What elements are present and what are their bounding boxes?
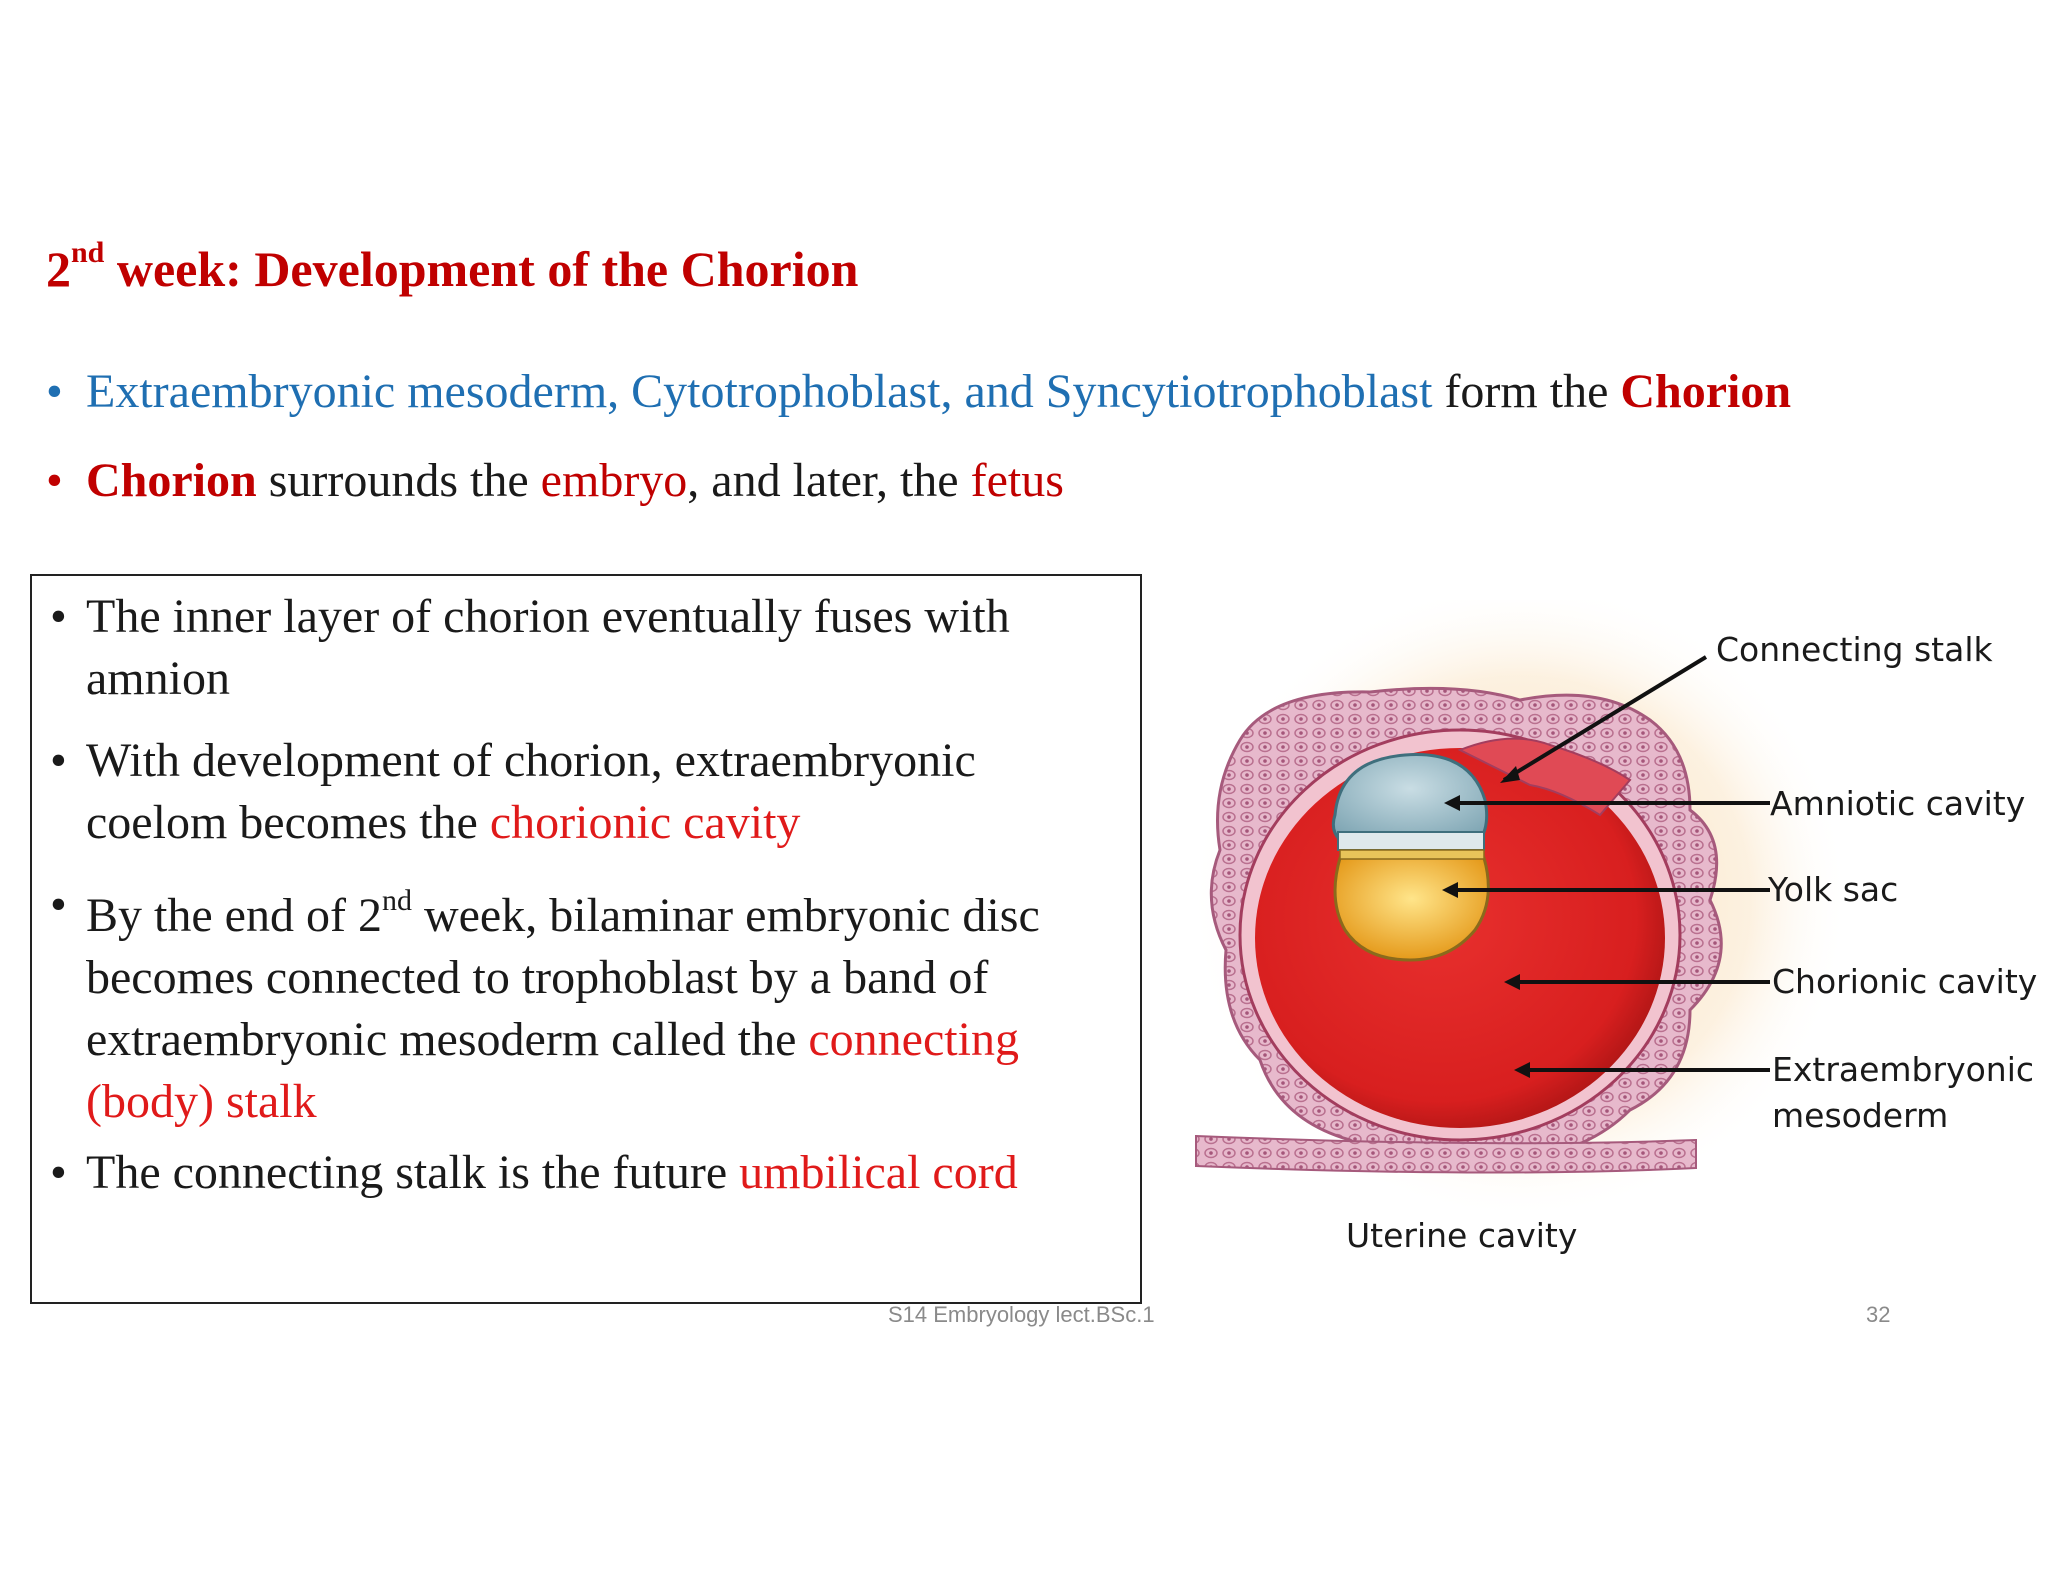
bullet-text-blue: Extraembryonic mesoderm, Cytotrophoblast… [86, 365, 1433, 418]
bullet-text-red: connecting (body) stalk [86, 1013, 1019, 1128]
bullet-text-red: embryo [540, 454, 688, 507]
label-amniotic-cavity: Amniotic cavity [1770, 784, 2026, 823]
bullet-text: , and later, the [687, 454, 971, 507]
label-pointers [1448, 655, 1770, 1072]
label-extraembryonic: Extraembryonic [1772, 1050, 2035, 1089]
bullet-text: surrounds the [256, 454, 541, 507]
uterine-epithelium [1195, 1134, 1697, 1174]
footer-course: S14 Embryology lect.BSc.1 [888, 1302, 1155, 1327]
bullet-dot: • [50, 878, 67, 931]
bullet-dot: • [50, 590, 67, 643]
bullet-text-emphasis: Chorion [86, 454, 257, 507]
bullet-dot: • [50, 734, 67, 787]
pointer-connecting-stalk [1502, 655, 1708, 782]
bullet-dot: • [46, 365, 63, 418]
label-chorionic-cavity: Chorionic cavity [1772, 962, 2038, 1001]
connecting-stalk [1457, 737, 1632, 817]
bullet-text: With development of chorion, extraembryo… [86, 734, 976, 849]
bullet-text: The connecting stalk is the future [86, 1146, 740, 1199]
box-bullet-3: • By the end of 2nd week, bilaminar embry… [50, 874, 1146, 1133]
content-box: • The inner layer of chorion eventually f… [30, 574, 1142, 1304]
label-mesoderm: mesoderm [1772, 1096, 1949, 1135]
box-bullet-2: • With development of chorion, extraembry… [50, 730, 1106, 854]
pointer-heads [1442, 766, 1530, 1078]
label-uterine-cavity: Uterine cavity [1346, 1216, 1578, 1255]
bullet-text: form the [1432, 365, 1621, 418]
page-number: 32 [1866, 1302, 1891, 1327]
bullet-text-red: chorionic cavity [489, 796, 801, 849]
chorion-diagram [1190, 600, 1850, 1220]
bullet-text-emphasis: Chorion [1620, 365, 1792, 418]
title-superscript: nd [71, 236, 105, 270]
hypoblast [1339, 849, 1485, 860]
epiblast [1337, 831, 1485, 851]
label-connecting-stalk: Connecting stalk [1716, 630, 1993, 669]
box-bullet-4: • The connecting stalk is the future umbi… [50, 1142, 1146, 1204]
slide-title: 2nd week: Development of the Chorion [46, 236, 859, 298]
bullet-dot: • [50, 1146, 67, 1199]
yolk-sac [1333, 856, 1490, 962]
bullet-dot: • [46, 454, 63, 507]
top-bullet-1: • Extraembryonic mesoderm, Cytotrophoblas… [46, 364, 1791, 419]
title-text: week: Development of the Chorion [104, 241, 859, 297]
bullet-text: By the end of 2 [86, 889, 382, 942]
box-bullet-1: • The inner layer of chorion eventually f… [50, 586, 1106, 710]
bullet-superscript: nd [381, 884, 412, 917]
bullet-text: The inner layer of chorion eventually fu… [86, 590, 1010, 705]
title-number: 2 [46, 241, 71, 297]
label-yolk-sac: Yolk sac [1768, 870, 1899, 909]
bullet-text-red: umbilical cord [739, 1146, 1018, 1199]
top-bullet-2: • Chorion surrounds the embryo, and later… [46, 453, 1064, 508]
bullet-text-red: fetus [970, 454, 1064, 507]
bullet-text: week, bilaminar embryonic disc becomes c… [86, 889, 1040, 1066]
